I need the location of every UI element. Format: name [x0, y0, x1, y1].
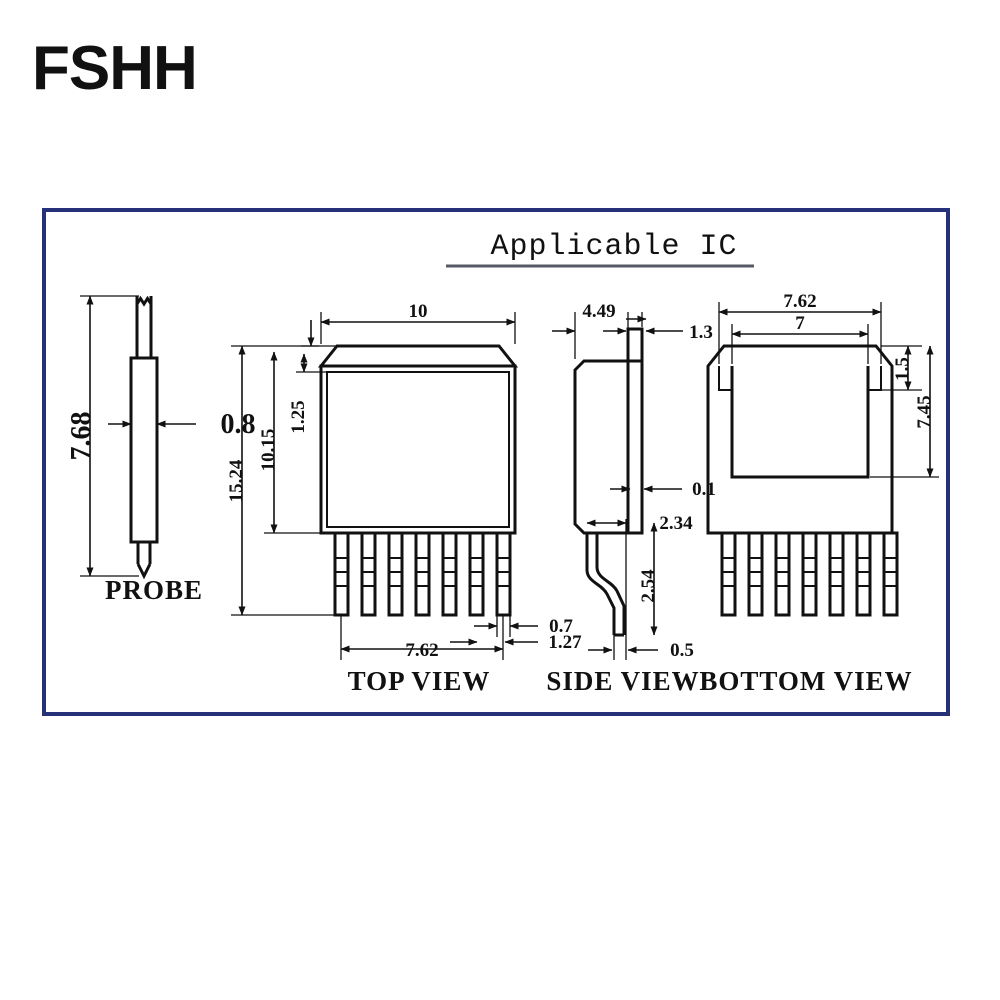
side-foot-label: 0.5 [670, 640, 694, 661]
pin [747, 531, 764, 617]
pin [468, 531, 485, 617]
probe-lower-shaft [136, 542, 152, 564]
brand-logo: FSHH [32, 34, 198, 103]
top-pitch-label: 1.27 [548, 632, 582, 653]
bottom-notch-label: 1.5 [892, 357, 913, 381]
pin [441, 531, 458, 617]
side-view-lead-inner [595, 533, 626, 635]
pin [495, 531, 512, 617]
top-pinwidth-label: 0.7 [549, 616, 573, 637]
probe-view: 7.68 0.8 PROBE [66, 295, 256, 605]
bottom-view-right-notch [867, 366, 882, 391]
technical-drawing: Applicable IC 7.68 0.8 PROBE [66, 230, 939, 696]
top-view-pins [333, 531, 512, 617]
bottom-padinner-label: 7 [795, 313, 805, 334]
pin [414, 531, 431, 617]
bottom-view-label: BOTTOM VIEW [699, 666, 912, 696]
bottom-view-thermal-pad [730, 366, 870, 479]
probe-length-label: 7.68 [66, 412, 97, 461]
side-view-top-tab [626, 327, 644, 363]
side-tabthickness-label: 1.3 [689, 322, 713, 343]
top-width-label: 10 [409, 301, 428, 322]
drawing-title: Applicable IC [490, 230, 737, 264]
side-thickness-label: 4.49 [582, 301, 615, 322]
side-view-heatsink [626, 359, 644, 535]
bottom-view-pins [720, 531, 899, 617]
probe-view-label: PROBE [105, 575, 203, 605]
drawing-title-group: Applicable IC [446, 230, 754, 268]
top-view-body-inner [326, 371, 510, 528]
side-leadthickness-label: 0.1 [692, 479, 716, 500]
probe-barrel [129, 356, 159, 544]
top-tabheight-label: 1.25 [288, 400, 309, 433]
side-view-lead-outer [585, 533, 616, 635]
top-overall-label: 15.24 [226, 459, 247, 502]
probe-point-tip [136, 563, 152, 580]
pin [360, 531, 377, 617]
top-view-label: TOP VIEW [348, 666, 491, 696]
top-view-tab [317, 344, 519, 368]
bottom-padspan-label: 7.62 [783, 291, 816, 312]
top-bodyheight-label: 10.15 [258, 429, 279, 472]
probe-diameter-label: 0.8 [221, 409, 256, 440]
bottom-view-left-notch [718, 366, 733, 391]
side-view-body [573, 359, 630, 535]
pin [387, 531, 404, 617]
side-leadoffset-label: 2.34 [659, 513, 693, 534]
top-pinspan-label: 7.62 [405, 640, 438, 661]
pin [828, 531, 845, 617]
pin [882, 531, 899, 617]
bottom-view-body [706, 344, 894, 535]
pin [801, 531, 818, 617]
drawing-frame: Applicable IC 7.68 0.8 PROBE [42, 208, 950, 716]
pin [855, 531, 872, 617]
pin [774, 531, 791, 617]
top-view-body [319, 364, 517, 535]
probe-crown-tip [135, 295, 153, 310]
pin [333, 531, 350, 617]
side-leaddrop-label: 2.54 [638, 569, 659, 603]
probe-upper-shaft [135, 296, 153, 358]
pin [720, 531, 737, 617]
side-view: 4.49 1.3 0.1 2.34 2.54 0.5 SIDE VIEW [546, 301, 716, 696]
bottom-padheight-label: 7.45 [914, 395, 935, 428]
bottom-view: 7.62 7 1.5 7.45 BOTTOM VIEW [699, 291, 939, 696]
side-view-label: SIDE VIEW [546, 666, 699, 696]
top-view: 10 15.24 10.15 1.25 7.62 [226, 301, 582, 696]
